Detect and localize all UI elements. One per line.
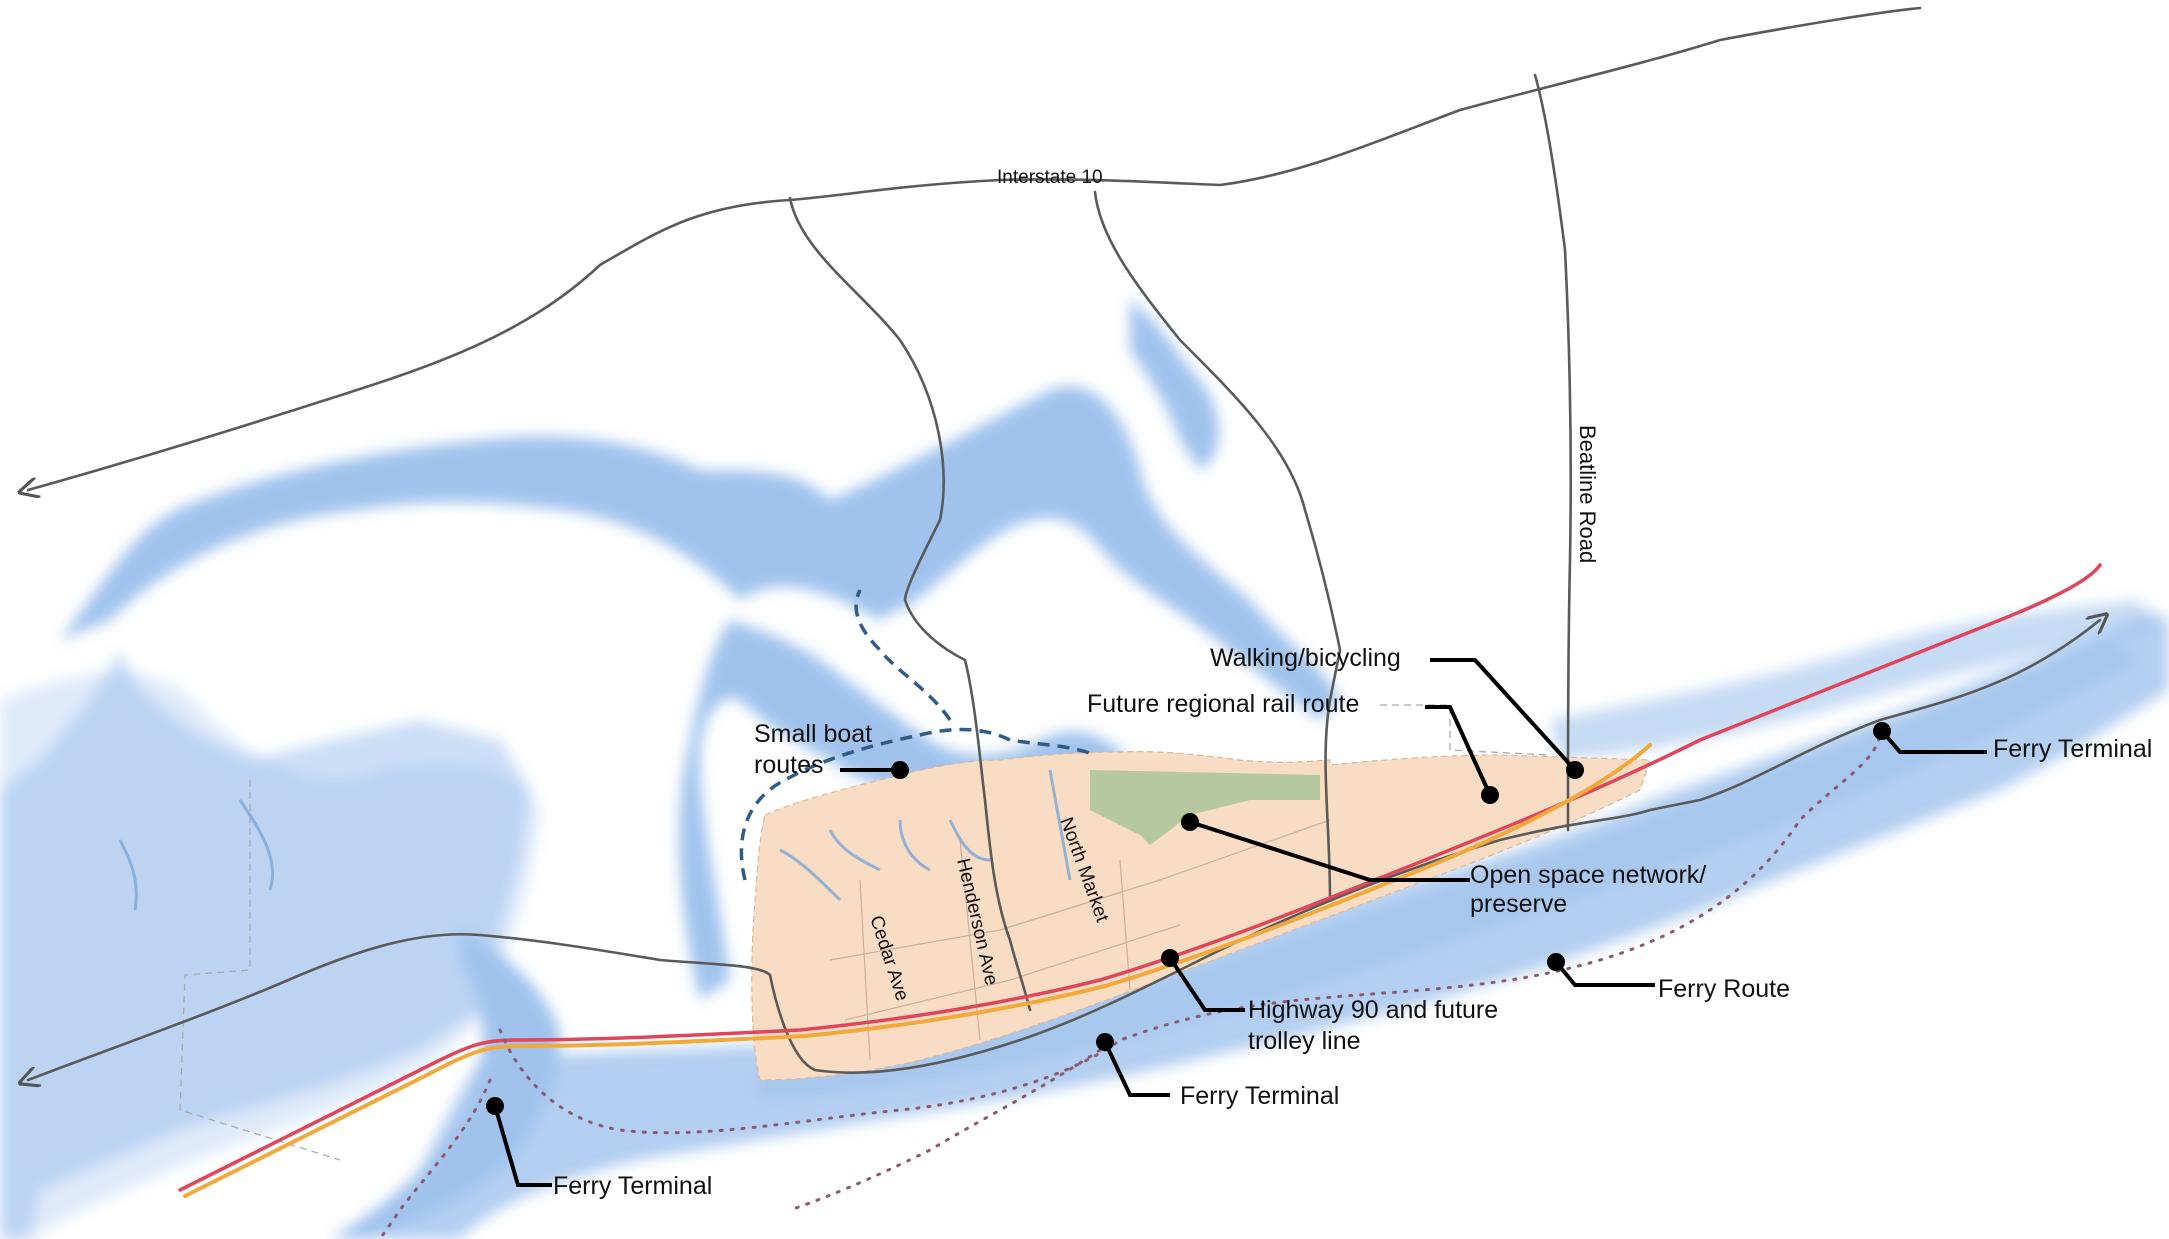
trolley-line bbox=[183, 743, 1652, 1198]
callout-dots bbox=[486, 722, 1891, 1115]
rail-label: Future regional rail route bbox=[1087, 690, 1359, 718]
open-space-marker bbox=[1181, 813, 1199, 831]
north-creek bbox=[1130, 300, 1219, 470]
ferry-terminal-east-label: Ferry Terminal bbox=[1993, 735, 2152, 763]
ferry-route-marker bbox=[1547, 953, 1565, 971]
beatline-road bbox=[1533, 73, 1573, 832]
ferry-terminal-center-label: Ferry Terminal bbox=[1180, 1082, 1339, 1110]
small-boat-marker bbox=[891, 761, 909, 779]
ferry-routes bbox=[378, 728, 1882, 1239]
interstate-10-road bbox=[28, 6, 1922, 490]
roads bbox=[28, 6, 2100, 1080]
small-boat-route bbox=[739, 589, 1096, 881]
interstate-label: Interstate 10 bbox=[997, 167, 1103, 188]
callout-leaders bbox=[493, 658, 1987, 1187]
rail-marker bbox=[1481, 786, 1499, 804]
ferry-route-label: Ferry Route bbox=[1658, 975, 1790, 1003]
highway-label-1: Highway 90 and future bbox=[1248, 996, 1498, 1024]
regional-rail-line bbox=[178, 563, 2102, 1192]
ferry-terminal-center-marker bbox=[1096, 1033, 1114, 1051]
transit-lines bbox=[178, 563, 2102, 1198]
open-space-label-2: preserve bbox=[1470, 890, 1567, 918]
open-space-label-1: Open space network/ bbox=[1470, 861, 1706, 889]
north-bay-shore bbox=[60, 436, 930, 640]
ferry-terminal-east-marker bbox=[1873, 722, 1891, 740]
highway-label-2: trolley line bbox=[1248, 1027, 1361, 1055]
highway-90-road bbox=[28, 620, 2100, 1080]
small-boat-label-1: Small boat bbox=[754, 720, 872, 748]
ferry-terminal-west-marker bbox=[486, 1097, 504, 1115]
walking-marker bbox=[1566, 761, 1584, 779]
walking-label: Walking/bicycling bbox=[1210, 644, 1401, 672]
beatline-label: Beatline Road bbox=[1575, 425, 1600, 563]
small-boat-label-2: routes bbox=[754, 751, 823, 779]
highway-marker bbox=[1161, 949, 1179, 967]
ferry-terminal-west-label: Ferry Terminal bbox=[553, 1172, 712, 1200]
